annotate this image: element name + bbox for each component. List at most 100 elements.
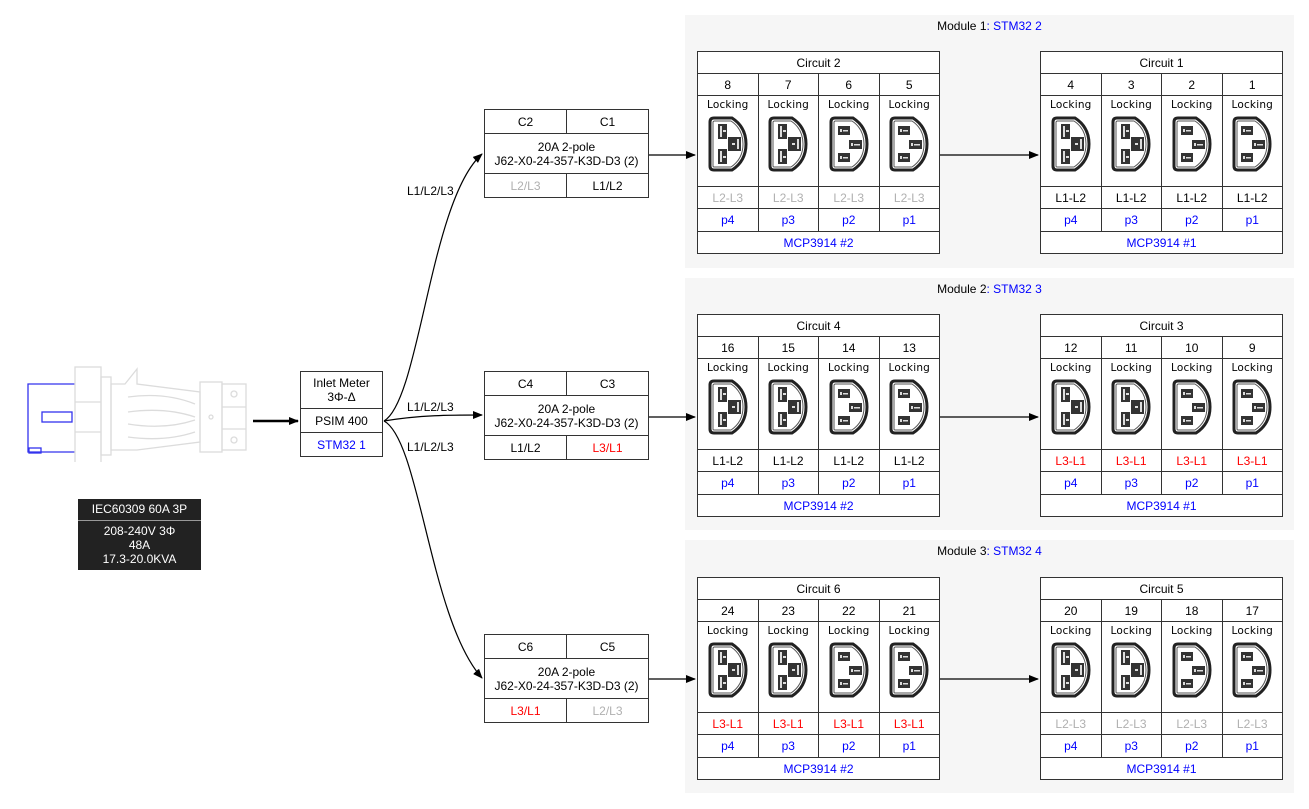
adc-port-link[interactable]: p1 <box>878 208 940 232</box>
outlet-cell[interactable]: Locking <box>1161 95 1223 187</box>
outlet-cell[interactable]: Locking <box>697 358 759 450</box>
adc-port-link[interactable]: p2 <box>1161 734 1223 758</box>
outlet-cell[interactable]: Locking <box>697 95 759 187</box>
locking-label: Locking <box>827 99 870 111</box>
adc-chip-link[interactable]: MCP3914 #1 <box>1040 494 1283 517</box>
adc-port-link[interactable]: p4 <box>1040 208 1102 232</box>
outlet-cell[interactable]: Locking <box>697 621 759 713</box>
edge-label-2: L1/L2/L3 <box>407 400 454 414</box>
outlet-cell[interactable]: Locking <box>757 621 819 713</box>
outlet-phase: L1-L2 <box>697 449 759 472</box>
outlet-cell[interactable]: Locking <box>878 95 940 187</box>
outlet-cell[interactable]: Locking <box>1040 358 1102 450</box>
c19-outlet-icon <box>1051 116 1091 172</box>
outlet-phase: L2-L3 <box>878 186 940 209</box>
adc-port-link[interactable]: p4 <box>697 471 759 495</box>
circuit-title: Circuit 2 <box>697 51 940 74</box>
outlet-phase: L1-L2 <box>757 449 819 472</box>
adc-port-link[interactable]: p3 <box>1100 734 1162 758</box>
locking-label: Locking <box>1231 362 1274 374</box>
outlet-cell[interactable]: Locking <box>1040 621 1102 713</box>
c19-outlet-icon <box>708 379 748 435</box>
outlet-phase: L1-L2 <box>1040 186 1102 209</box>
module-1-controller-link[interactable]: : STM32 2 <box>986 19 1042 33</box>
c19-outlet-icon <box>708 642 748 698</box>
adc-port-link[interactable]: p2 <box>1161 208 1223 232</box>
outlet-phase: L1-L2 <box>818 449 880 472</box>
adc-chip-link[interactable]: MCP3914 #1 <box>1040 757 1283 780</box>
breaker-part-number: J62-X0-24-357-K3D-D3 (2) <box>494 153 639 168</box>
module-2-label: Module 2 <box>937 282 987 296</box>
c19-outlet-icon <box>708 116 748 172</box>
adc-port-link[interactable]: p1 <box>878 734 940 758</box>
meter-title-line2: 3Φ-Δ <box>327 390 356 404</box>
outlet-number: 19 <box>1100 599 1162 622</box>
adc-chip-link[interactable]: MCP3914 #1 <box>1040 231 1283 254</box>
inlet-meter-node[interactable]: Inlet Meter 3Φ-Δ PSIM 400 STM32 1 <box>300 371 383 457</box>
adc-port-link[interactable]: p1 <box>1221 734 1283 758</box>
adc-chip-link[interactable]: MCP3914 #2 <box>697 757 940 780</box>
inlet-type-label: IEC60309 60A 3P <box>78 499 201 521</box>
outlet-cell[interactable]: Locking <box>878 621 940 713</box>
outlet-cell[interactable]: Locking <box>757 95 819 187</box>
adc-port-link[interactable]: p3 <box>757 734 819 758</box>
locking-label: Locking <box>888 99 931 111</box>
meter-title: Inlet Meter 3Φ-Δ <box>300 371 383 409</box>
breaker-rating: 20A 2-pole <box>537 139 596 154</box>
adc-port-link[interactable]: p4 <box>1040 471 1102 495</box>
module-1-title: Module 1: STM32 2 <box>685 19 1294 33</box>
breaker-phase-left: L1/L2 <box>484 435 567 460</box>
adc-port-link[interactable]: p2 <box>818 471 880 495</box>
adc-port-link[interactable]: p1 <box>1221 471 1283 495</box>
outlet-cell[interactable]: Locking <box>1161 621 1223 713</box>
outlet-cell[interactable]: Locking <box>878 358 940 450</box>
adc-chip-link[interactable]: MCP3914 #2 <box>697 494 940 517</box>
outlet-cell[interactable]: Locking <box>1040 95 1102 187</box>
adc-port-link[interactable]: p3 <box>757 471 819 495</box>
outlet-cell[interactable]: Locking <box>1221 358 1283 450</box>
outlet-cell[interactable]: Locking <box>757 358 819 450</box>
outlet-cell[interactable]: Locking <box>1221 621 1283 713</box>
adc-port-link[interactable]: p3 <box>1100 208 1162 232</box>
adc-port-link[interactable]: p2 <box>1161 471 1223 495</box>
adc-port-link[interactable]: p1 <box>878 471 940 495</box>
outlet-number: 17 <box>1221 599 1283 622</box>
meter-controller-link[interactable]: STM32 1 <box>300 432 383 457</box>
adc-port-link[interactable]: p2 <box>818 208 880 232</box>
adc-chip-link[interactable]: MCP3914 #2 <box>697 231 940 254</box>
outlet-number: 16 <box>697 336 759 359</box>
outlet-cell[interactable]: Locking <box>818 358 880 450</box>
adc-port-link[interactable]: p4 <box>1040 734 1102 758</box>
locking-label: Locking <box>1231 99 1274 111</box>
breaker-phase-left: L2/L3 <box>484 173 567 198</box>
outlet-cell[interactable]: Locking <box>1221 95 1283 187</box>
outlet-cell[interactable]: Locking <box>818 95 880 187</box>
adc-port-link[interactable]: p2 <box>818 734 880 758</box>
outlet-phase: L3-L1 <box>818 712 880 735</box>
outlet-cell[interactable]: Locking <box>1100 95 1162 187</box>
outlet-phase: L3-L1 <box>1040 449 1102 472</box>
module-3-controller-link[interactable]: : STM32 4 <box>986 544 1042 558</box>
outlet-cell[interactable]: Locking <box>1100 358 1162 450</box>
outlet-cell[interactable]: Locking <box>1100 621 1162 713</box>
c19-outlet-icon <box>768 116 808 172</box>
adc-port-link[interactable]: p3 <box>757 208 819 232</box>
breaker-circuit-left: C2 <box>484 109 567 134</box>
adc-port-link[interactable]: p4 <box>697 208 759 232</box>
outlet-cell[interactable]: Locking <box>1161 358 1223 450</box>
c13-outlet-icon <box>1172 642 1212 698</box>
adc-port-link[interactable]: p1 <box>1221 208 1283 232</box>
adc-port-link[interactable]: p4 <box>697 734 759 758</box>
adc-port-link[interactable]: p3 <box>1100 471 1162 495</box>
outlet-cell[interactable]: Locking <box>818 621 880 713</box>
module-2-controller-link[interactable]: : STM32 3 <box>986 282 1042 296</box>
